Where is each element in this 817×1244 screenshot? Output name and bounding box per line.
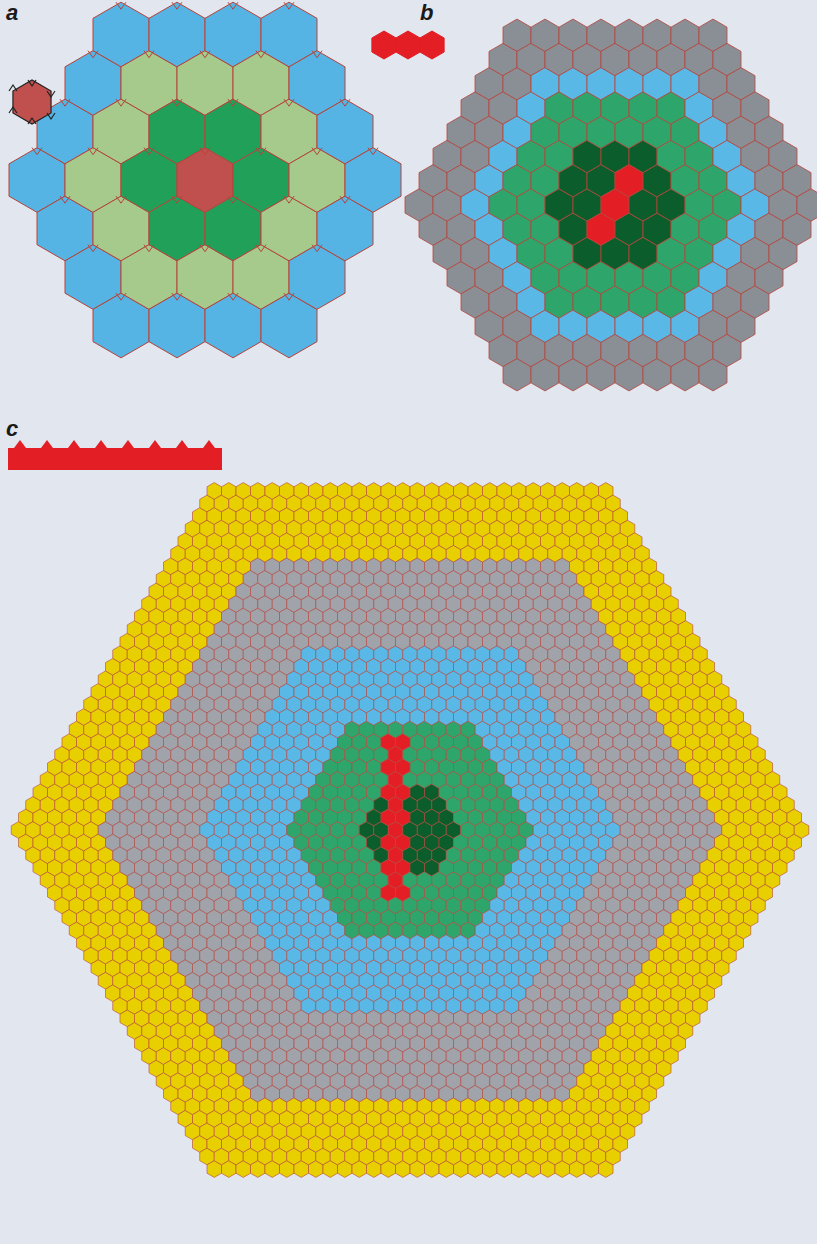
- notch: [256, 245, 266, 252]
- spike: [28, 80, 36, 86]
- notch: [368, 148, 378, 155]
- notch: [144, 51, 154, 58]
- notch: [144, 245, 154, 252]
- notch: [60, 196, 70, 203]
- spike: [28, 118, 36, 124]
- notch: [116, 196, 126, 203]
- spike: [9, 107, 17, 113]
- notch: [312, 245, 322, 252]
- notch: [228, 2, 238, 9]
- notch: [172, 293, 182, 300]
- prototile-a: [9, 80, 55, 124]
- notch: [340, 196, 350, 203]
- notch: [88, 148, 98, 155]
- notch: [228, 293, 238, 300]
- notch: [228, 196, 238, 203]
- notch: [60, 99, 70, 106]
- notch: [172, 2, 182, 9]
- notch: [200, 148, 210, 155]
- notch: [284, 99, 294, 106]
- notch: [312, 148, 322, 155]
- prototile: [372, 31, 396, 59]
- notch: [88, 245, 98, 252]
- notch: [116, 99, 126, 106]
- notch: [200, 51, 210, 58]
- prototile: [13, 80, 51, 124]
- tile: [345, 148, 401, 213]
- notch: [340, 99, 350, 106]
- notch: [200, 245, 210, 252]
- notch: [284, 2, 294, 9]
- notch: [116, 293, 126, 300]
- panel-c-tiling: [11, 483, 809, 1178]
- notch: [88, 51, 98, 58]
- spike: [47, 113, 55, 119]
- tile-notches: [32, 2, 378, 300]
- notch: [144, 148, 154, 155]
- panel-b-tiling: [405, 19, 817, 391]
- notch: [116, 2, 126, 9]
- prototile: [420, 31, 444, 59]
- notch: [32, 148, 42, 155]
- notch: [228, 99, 238, 106]
- spike: [9, 85, 17, 91]
- notch: [172, 99, 182, 106]
- notch: [172, 196, 182, 203]
- spike: [47, 91, 55, 97]
- tile: [797, 189, 817, 221]
- prototile-b: [372, 31, 444, 59]
- notch: [256, 148, 266, 155]
- notch: [284, 293, 294, 300]
- prototile: [396, 31, 420, 59]
- notch: [312, 51, 322, 58]
- notch: [284, 196, 294, 203]
- notch: [256, 51, 266, 58]
- panel-a-tiling: [9, 2, 401, 358]
